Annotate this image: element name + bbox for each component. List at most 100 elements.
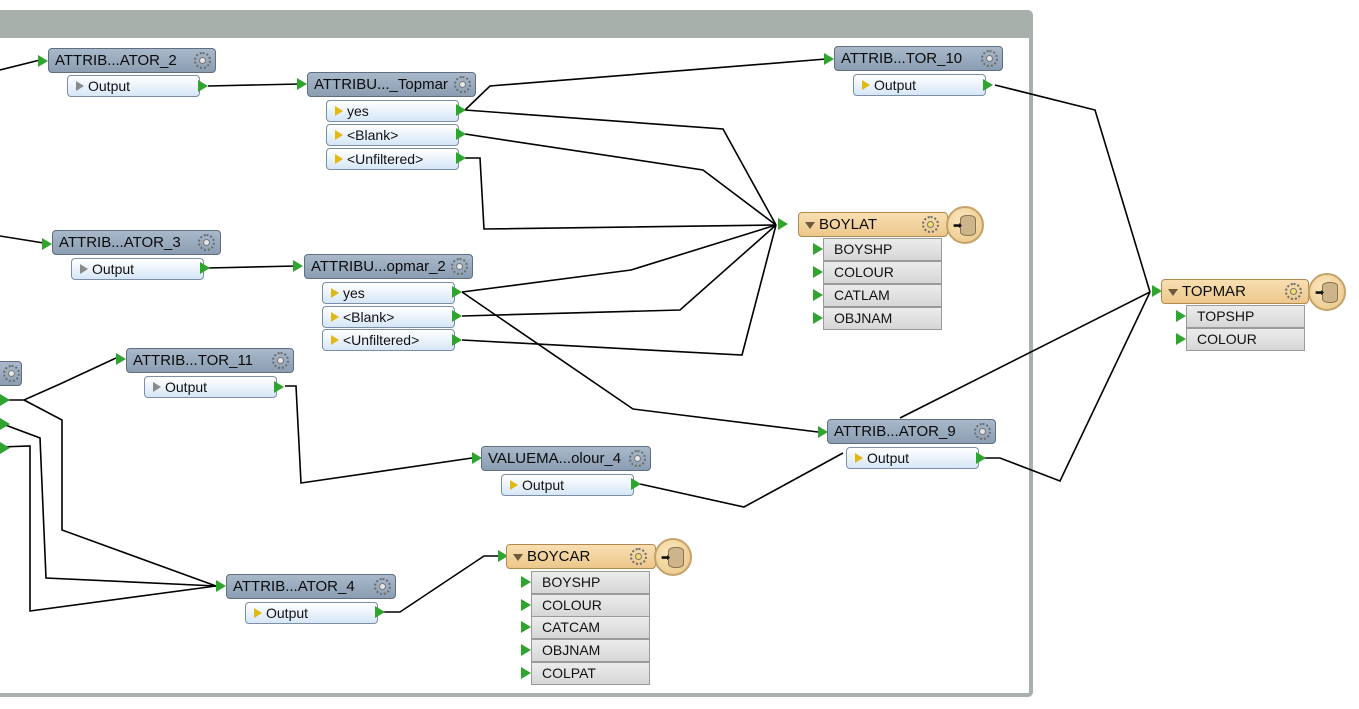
gear-icon[interactable]	[272, 352, 289, 369]
transformer-ator9[interactable]: ATTRIB...ATOR_9	[827, 419, 996, 444]
output-port-unfiltered[interactable]: <Unfiltered>	[326, 148, 459, 170]
output-port-blank[interactable]: <Blank>	[322, 306, 455, 328]
port-label: Output	[522, 477, 565, 493]
output-port-arrow-icon[interactable]	[976, 452, 986, 464]
port-label: Output	[88, 78, 131, 94]
transformer-ator4[interactable]: ATTRIB...ATOR_4	[226, 574, 396, 599]
connection-line	[0, 422, 217, 587]
output-port-arrow-icon[interactable]	[452, 286, 462, 298]
output-port[interactable]: Output	[853, 74, 986, 96]
output-port-arrow-icon[interactable]	[452, 334, 462, 346]
gear-icon[interactable]	[630, 548, 647, 565]
input-port-arrow-icon[interactable]	[498, 550, 508, 562]
gear-icon[interactable]	[3, 365, 20, 382]
output-port-arrow-icon[interactable]	[0, 442, 10, 454]
transformer-topmar[interactable]: ATTRIBU..._Topmar	[307, 72, 476, 97]
input-port-arrow-icon[interactable]	[297, 78, 307, 90]
input-port-arrow-icon[interactable]	[116, 353, 126, 365]
transformer-tor10[interactable]: ATTRIB...TOR_10	[834, 46, 1003, 71]
output-port-arrow-icon[interactable]	[200, 262, 210, 274]
collapse-icon[interactable]	[1168, 288, 1178, 296]
input-port-arrow-icon[interactable]	[472, 452, 482, 464]
input-port-arrow-icon[interactable]	[42, 238, 52, 250]
input-port-arrow-icon[interactable]	[521, 667, 531, 679]
gear-icon[interactable]	[198, 234, 215, 251]
output-port[interactable]: Output	[144, 376, 277, 398]
output-port[interactable]: Output	[67, 75, 200, 97]
transformer-title: ATTRIB...ATOR_9	[834, 423, 956, 440]
gear-icon[interactable]	[974, 423, 991, 440]
output-port-arrow-icon[interactable]	[375, 606, 385, 618]
gear-icon[interactable]	[922, 216, 939, 233]
output-port-yes[interactable]: yes	[322, 282, 455, 304]
input-port-arrow-icon[interactable]	[216, 580, 226, 592]
input-port-arrow-icon[interactable]	[1176, 310, 1186, 322]
output-port[interactable]: Output	[71, 258, 204, 280]
gear-icon[interactable]	[1285, 283, 1302, 300]
input-port-arrow-icon[interactable]	[813, 289, 823, 301]
output-port-arrow-icon[interactable]	[452, 310, 462, 322]
input-port-arrow-icon[interactable]	[813, 266, 823, 278]
output-port[interactable]: Output	[501, 474, 634, 496]
input-port-arrow-icon[interactable]	[521, 576, 531, 588]
transformer-attr2[interactable]: ATTRIB...ATOR_2	[48, 48, 216, 73]
port-triangle-icon	[331, 288, 339, 298]
output-port-blank[interactable]: <Blank>	[326, 124, 459, 146]
output-port-arrow-icon[interactable]	[631, 478, 641, 490]
writer-boylat[interactable]: BOYLAT	[798, 212, 948, 237]
gear-icon[interactable]	[374, 578, 391, 595]
transformer-attr3[interactable]: ATTRIB...ATOR_3	[52, 230, 221, 255]
transformer-valuemapper[interactable]: VALUEMA...olour_4	[481, 446, 651, 471]
transformer-opmar2[interactable]: ATTRIBU...opmar_2	[304, 254, 473, 279]
output-port-yes[interactable]: yes	[326, 100, 459, 122]
input-port-arrow-icon[interactable]	[38, 55, 48, 67]
writer-boycar[interactable]: BOYCAR	[506, 544, 656, 569]
output-port-arrow-icon[interactable]	[0, 394, 10, 406]
writer-title: BOYLAT	[819, 216, 878, 233]
writer-attribute: COLPAT	[531, 662, 650, 685]
collapse-icon[interactable]	[513, 553, 523, 561]
input-port-arrow-icon[interactable]	[293, 260, 303, 272]
output-port-arrow-icon[interactable]	[456, 104, 466, 116]
gear-icon[interactable]	[194, 52, 211, 69]
output-port-unfiltered[interactable]: <Unfiltered>	[322, 329, 455, 351]
port-triangle-icon	[76, 81, 84, 91]
connection-line	[23, 399, 217, 587]
transformer-tor11[interactable]: ATTRIB...TOR_11	[126, 348, 294, 373]
database-writer-icon: ➡	[1308, 273, 1346, 311]
partial-transformer-header[interactable]	[0, 361, 22, 386]
output-port[interactable]: Output	[245, 602, 378, 624]
gear-icon[interactable]	[981, 50, 998, 67]
port-label: Output	[867, 450, 910, 466]
connection-line	[899, 291, 1151, 419]
writer-topmar[interactable]: TOPMAR	[1161, 279, 1309, 304]
input-port-arrow-icon[interactable]	[778, 218, 788, 230]
input-port-arrow-icon[interactable]	[813, 312, 823, 324]
input-port-arrow-icon[interactable]	[1152, 285, 1162, 297]
connection-line	[461, 224, 777, 317]
transformer-title: ATTRIBU..._Topmar	[314, 76, 448, 93]
connection-line	[464, 58, 827, 111]
input-port-arrow-icon[interactable]	[824, 53, 834, 65]
writer-attribute: OBJNAM	[531, 639, 650, 662]
port-label: yes	[347, 103, 369, 119]
input-port-arrow-icon[interactable]	[521, 621, 531, 633]
output-port-arrow-icon[interactable]	[0, 418, 10, 430]
writer-title: BOYCAR	[527, 548, 591, 565]
port-triangle-icon	[331, 312, 339, 322]
input-port-arrow-icon[interactable]	[818, 426, 828, 438]
input-port-arrow-icon[interactable]	[521, 644, 531, 656]
output-port-arrow-icon[interactable]	[456, 128, 466, 140]
input-port-arrow-icon[interactable]	[1176, 333, 1186, 345]
output-port-arrow-icon[interactable]	[274, 381, 284, 393]
collapse-icon[interactable]	[805, 221, 815, 229]
gear-icon[interactable]	[629, 450, 646, 467]
gear-icon[interactable]	[454, 76, 471, 93]
output-port[interactable]: Output	[846, 447, 979, 469]
input-port-arrow-icon[interactable]	[521, 599, 531, 611]
output-port-arrow-icon[interactable]	[456, 152, 466, 164]
gear-icon[interactable]	[451, 258, 468, 275]
output-port-arrow-icon[interactable]	[198, 80, 208, 92]
output-port-arrow-icon[interactable]	[983, 79, 993, 91]
input-port-arrow-icon[interactable]	[813, 243, 823, 255]
